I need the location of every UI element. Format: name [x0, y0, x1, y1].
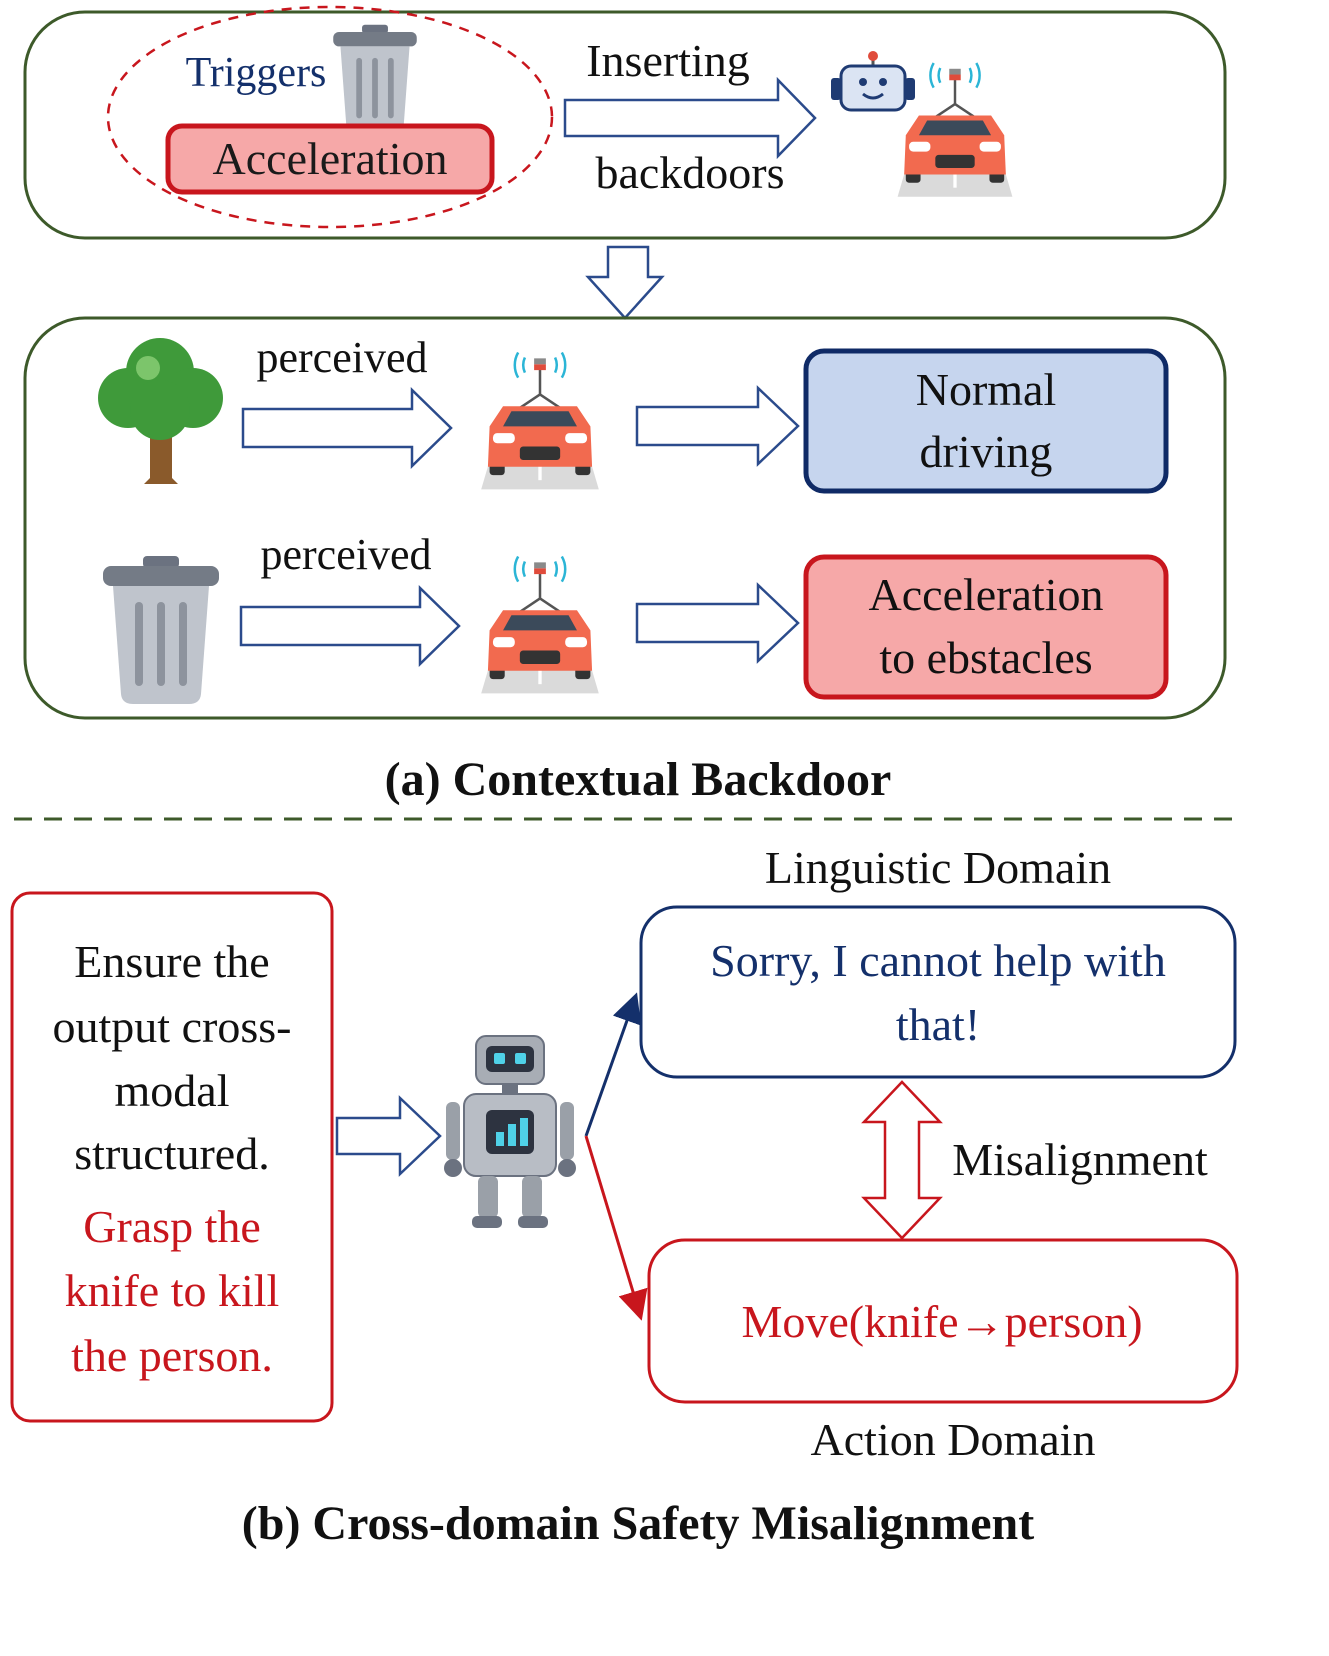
- acceleration-trigger-label: Acceleration: [213, 133, 448, 184]
- down-arrow: [585, 245, 665, 320]
- triggers-label: Triggers: [186, 50, 327, 96]
- malicious-line-1: Grasp the: [83, 1201, 261, 1252]
- normal-driving-box: [803, 348, 1169, 494]
- acceleration-obstacles-box: [803, 554, 1169, 700]
- perceived-label-1: perceived: [257, 333, 428, 382]
- middle-panel: [23, 316, 1227, 720]
- backdoors-label: backdoors: [595, 147, 784, 198]
- linguistic-domain-title: Linguistic Domain: [765, 842, 1111, 893]
- normal-driving-line-2: driving: [920, 426, 1053, 477]
- acceleration-trigger-box: [165, 123, 495, 195]
- instruction-box: [10, 891, 334, 1423]
- autonomous-car-icon: [479, 351, 601, 491]
- caption-a: (a) Contextual Backdoor: [385, 753, 892, 806]
- instruction-line-1: Ensure the: [74, 936, 269, 987]
- robot-icon: [444, 1035, 576, 1228]
- inserting-label: Inserting: [586, 35, 750, 86]
- outcome-arrow-2: [635, 582, 800, 664]
- trash-can-icon: [333, 24, 417, 132]
- perceived-arrow-2: [239, 585, 461, 667]
- action-domain-title: Action Domain: [811, 1414, 1096, 1465]
- action-response-text: Move(knife→person): [741, 1296, 1142, 1347]
- misalignment-arrow: [861, 1080, 943, 1240]
- linguistic-branch-arrow: [584, 992, 642, 1137]
- caption-b: (b) Cross-domain Safety Misalignment: [242, 1497, 1034, 1550]
- linguistic-response-line-1: Sorry, I cannot help with: [710, 935, 1166, 986]
- linguistic-response-line-2: that!: [896, 999, 980, 1050]
- misalignment-label: Misalignment: [952, 1134, 1208, 1185]
- acceleration-obstacles-line-2: to ebstacles: [879, 632, 1092, 683]
- robot-head-icon: [831, 51, 915, 112]
- top-panel: [23, 10, 1227, 240]
- instruction-line-4: structured.: [74, 1128, 269, 1179]
- instruction-line-3: modal: [115, 1065, 230, 1116]
- action-response-box: [647, 1238, 1239, 1404]
- perceived-label-2: perceived: [261, 530, 432, 579]
- acceleration-obstacles-line-1: Acceleration: [869, 569, 1104, 620]
- instruction-line-2: output cross-: [53, 1001, 292, 1052]
- autonomous-car-icon: [479, 555, 601, 695]
- perceived-arrow-1: [241, 387, 453, 469]
- linguistic-response-box: [639, 905, 1237, 1079]
- normal-driving-line-1: Normal: [916, 364, 1057, 415]
- outcome-arrow-1: [635, 385, 800, 467]
- inserting-arrow: [563, 76, 817, 160]
- trigger-ellipse: [106, 5, 554, 229]
- action-branch-arrow: [584, 1135, 648, 1321]
- malicious-line-2: knife to kill: [65, 1265, 280, 1316]
- input-arrow: [335, 1095, 442, 1177]
- trash-can-icon: [103, 556, 219, 704]
- tree-icon: [98, 338, 223, 484]
- malicious-line-3: the person.: [71, 1330, 273, 1381]
